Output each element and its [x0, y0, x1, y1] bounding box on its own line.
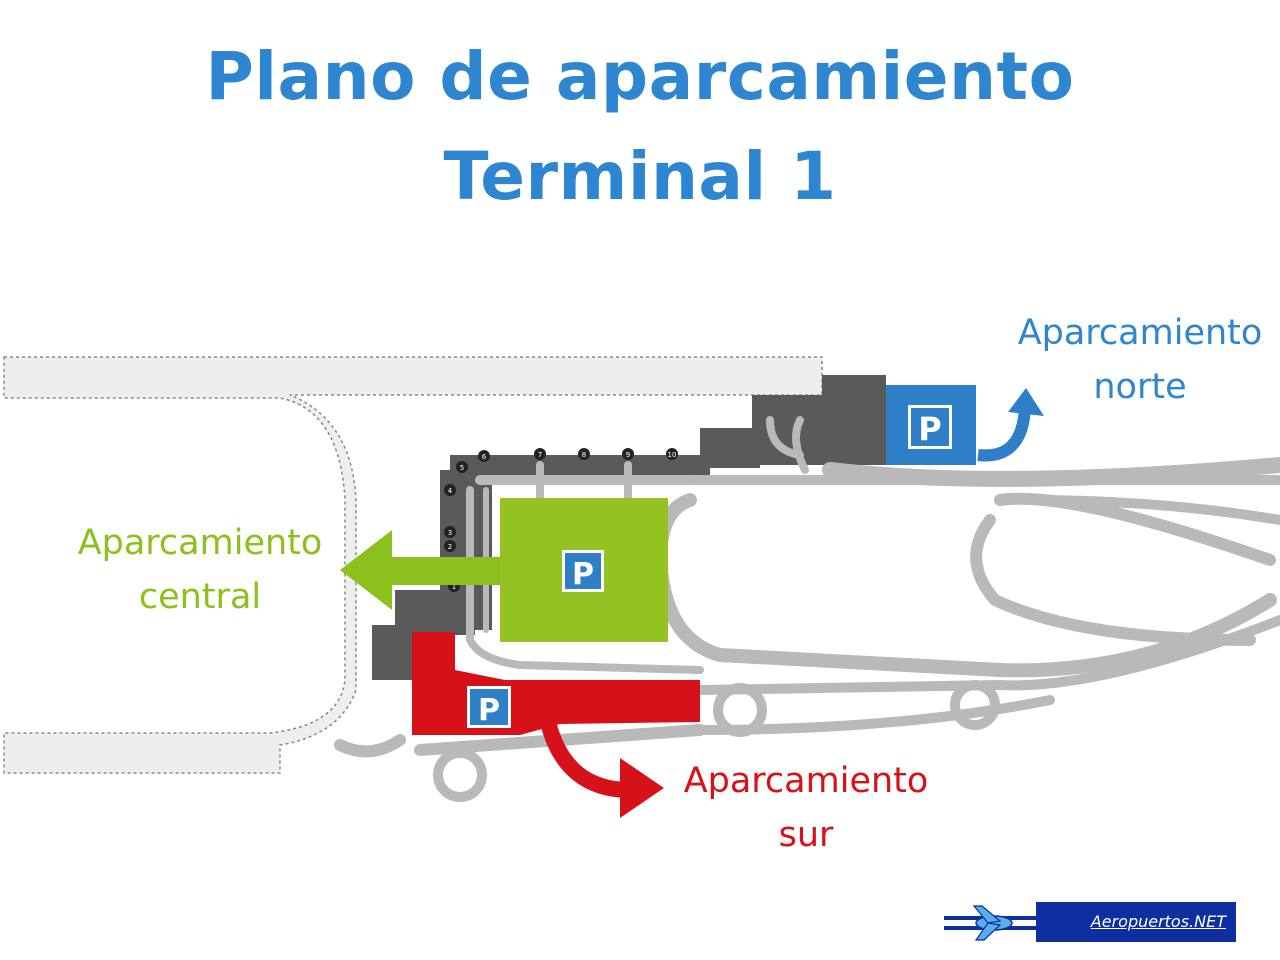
- roundabout: [433, 748, 487, 802]
- label-central-line2: central: [138, 577, 262, 617]
- map-title-line1: Plano de aparcamiento: [205, 38, 1075, 115]
- parking-sur-lot: [412, 632, 700, 735]
- label-norte-line1: Aparcamiento: [1017, 313, 1263, 353]
- label-aparcamiento-central: Aparcamiento central: [70, 516, 330, 624]
- label-sur-line1: Aparcamiento: [683, 761, 929, 801]
- apron-area: [3, 356, 823, 774]
- gate-marker: [534, 448, 546, 460]
- svg-text:P: P: [478, 693, 500, 728]
- roundabout: [950, 680, 1000, 730]
- gate-marker: [456, 461, 468, 473]
- label-aparcamiento-sur: Aparcamiento sur: [676, 754, 936, 862]
- gate-label: 8: [582, 451, 586, 459]
- gate-label: 5: [460, 464, 464, 472]
- svg-text:P: P: [918, 410, 941, 448]
- gate-label: 9: [626, 451, 630, 459]
- label-norte-line2: norte: [1093, 367, 1187, 407]
- gate-marker: [444, 540, 456, 552]
- gate-marker: [622, 448, 634, 460]
- map-title-line2: Terminal 1: [443, 138, 837, 215]
- gate-marker: [444, 526, 456, 538]
- gate-label: 3: [448, 529, 452, 537]
- gate-label: 10: [668, 451, 677, 459]
- gate-label: 6: [482, 453, 487, 461]
- arrow-norte-icon: [977, 388, 1044, 462]
- label-sur-line2: sur: [778, 815, 834, 855]
- gate-label: 7: [538, 451, 542, 459]
- gate-label: 4: [448, 487, 453, 495]
- gate-marker: [444, 484, 456, 496]
- gate-marker: [578, 448, 590, 460]
- logo-text: Aeropuertos.NET: [1090, 912, 1226, 931]
- gate-label: 2: [448, 543, 452, 551]
- roundabout: [713, 683, 767, 737]
- parking-sur-p-icon: P: [467, 686, 511, 728]
- arrow-sur-icon: [540, 719, 664, 818]
- plane-icon: [944, 905, 1074, 941]
- gate-label: 1: [452, 583, 456, 591]
- label-central-line1: Aparcamiento: [77, 523, 323, 563]
- arrow-central-icon: [340, 530, 500, 610]
- svg-text:P: P: [572, 557, 594, 592]
- parking-norte-p-icon: P: [908, 405, 952, 449]
- gate-marker: [666, 448, 678, 460]
- gate-marker: [478, 450, 490, 462]
- aeropuertos-net-logo[interactable]: Aeropuertos.NET: [940, 902, 1236, 942]
- label-aparcamiento-norte: Aparcamiento norte: [1010, 306, 1270, 414]
- parking-central-p-icon: P: [562, 550, 604, 592]
